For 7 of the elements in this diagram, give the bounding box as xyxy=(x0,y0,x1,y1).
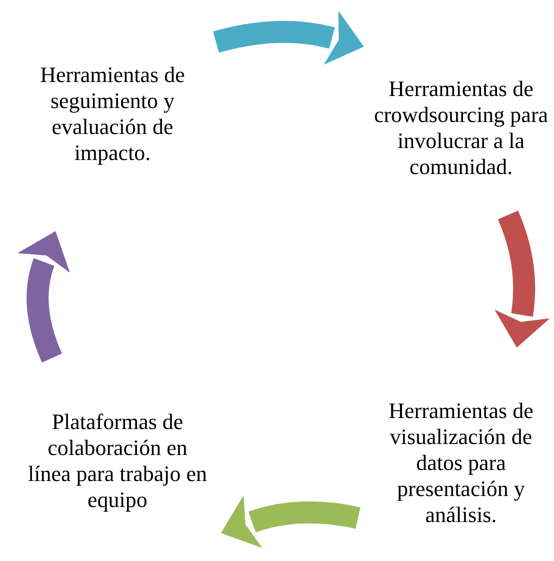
curved-arrow xyxy=(220,495,360,548)
step-text: Herramientas de crowdsourcing para involucrar a la comunidad. xyxy=(372,76,550,180)
step-text: Herramientas de seguimiento y evaluación de impacto. xyxy=(39,62,186,166)
step-text: Plataformas de colaboración en línea para trabajo en equipo xyxy=(27,409,208,513)
curved-arrow xyxy=(213,10,364,65)
step-text: Herramientas de visualización de datos para presentación y análisis. xyxy=(388,398,534,528)
curved-arrow xyxy=(494,210,550,348)
